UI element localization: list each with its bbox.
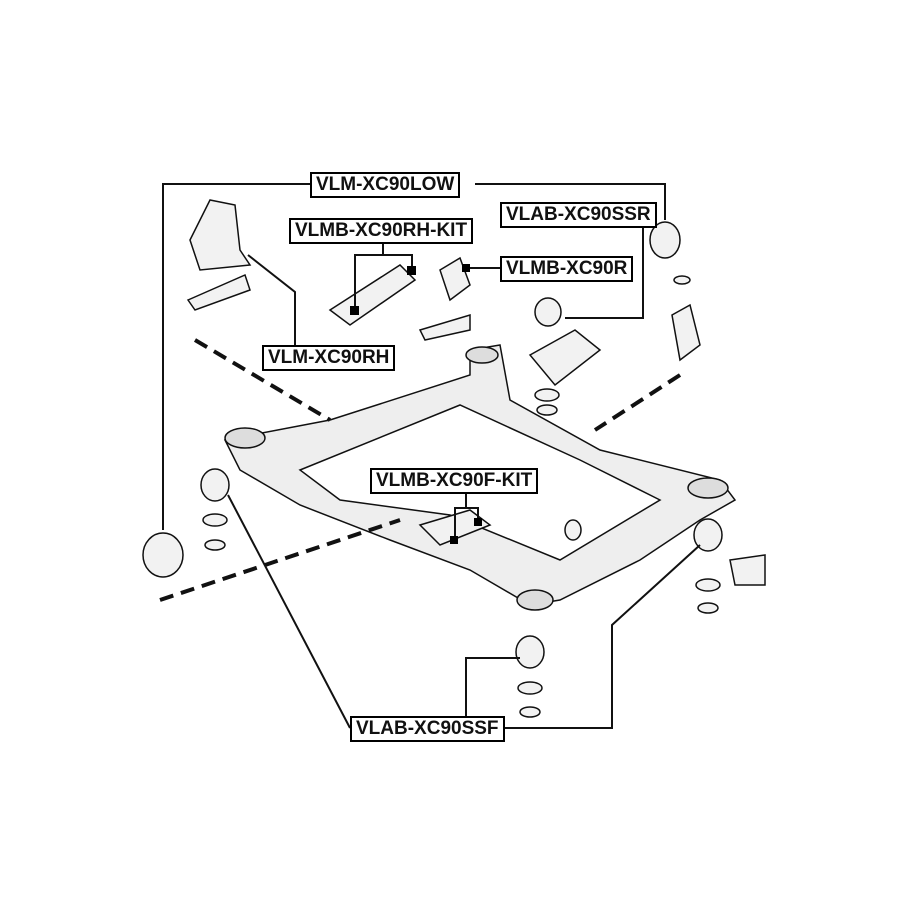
part-label-vlab-xc90ssr: VLAB-XC90SSR — [500, 202, 657, 228]
part-label-vlab-xc90ssf: VLAB-XC90SSF — [350, 716, 505, 742]
part-label-vlmb-xc90rh-kit: VLMB-XC90RH-KIT — [289, 218, 474, 244]
part-label-vlm-xc90low: VLM-XC90LOW — [310, 172, 461, 198]
part-label-vlmb-xc90f-kit: VLMB-XC90F-KIT — [370, 468, 539, 494]
mounts-and-bushings — [142, 199, 766, 718]
dashed-guides — [159, 338, 682, 602]
leader-markers — [350, 264, 482, 544]
part-label-vlmb-xc90r: VLMB-XC90R — [500, 256, 634, 282]
leader-lines — [162, 183, 701, 729]
part-label-vlm-xc90rh: VLM-XC90RH — [262, 345, 396, 371]
